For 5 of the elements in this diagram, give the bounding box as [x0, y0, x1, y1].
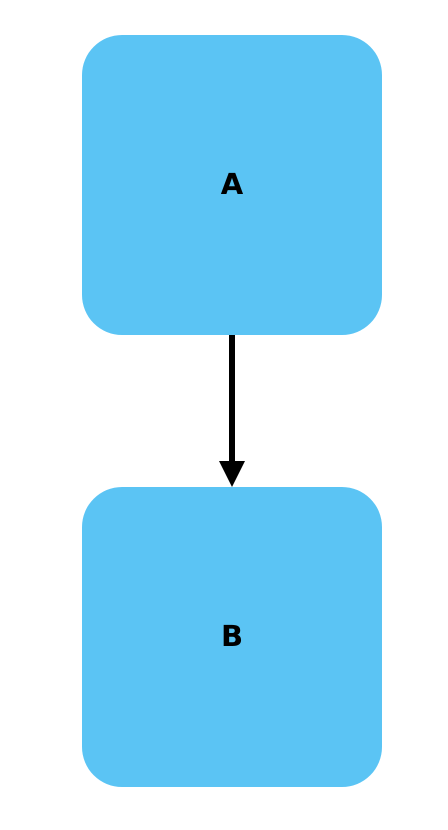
box-label: B — [220, 621, 244, 653]
rounded-box — [82, 35, 382, 335]
arrow — [219, 335, 245, 487]
rounded-box — [82, 487, 382, 787]
box-label: A — [220, 169, 244, 201]
